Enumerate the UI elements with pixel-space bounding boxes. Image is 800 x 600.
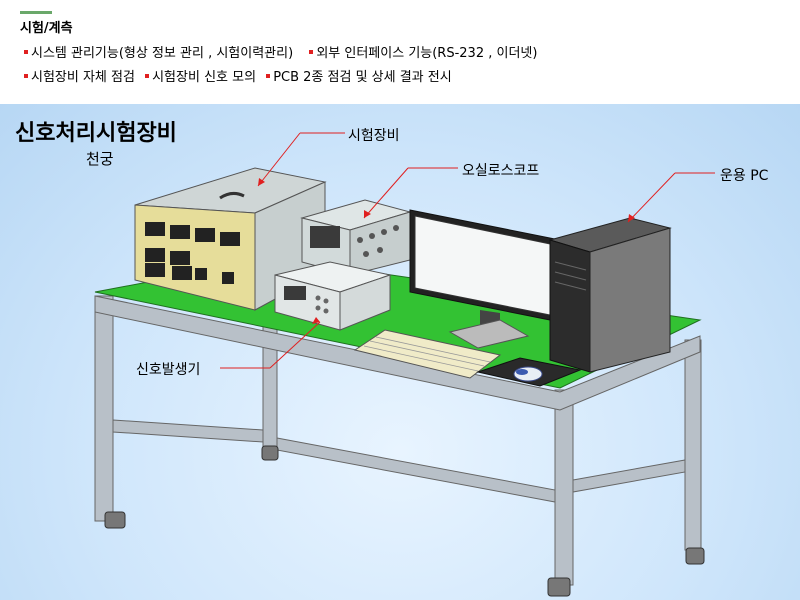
bullet-square-icon <box>24 73 28 78</box>
header-panel: 시험/계측 시스템 관리기능(형상 정보 관리 , 시험이력관리) 외부 인터페… <box>0 0 800 104</box>
label-oscilloscope: 오실로스코프 <box>462 163 540 179</box>
label-signal-generator: 신호발생기 <box>136 362 201 378</box>
bullet-square-icon <box>24 49 28 54</box>
mouse-pad <box>476 357 582 387</box>
bullet-square-icon <box>309 49 314 54</box>
accent-bar <box>20 11 52 14</box>
callout-arrowheads <box>258 178 635 324</box>
bullet-square-icon <box>145 73 150 78</box>
callout-lines <box>220 132 715 369</box>
keyboard-device <box>353 329 502 379</box>
scene-title: 신호처리시험장비 <box>15 121 177 146</box>
pc-tower <box>548 217 672 373</box>
signal-generator-device <box>274 261 392 331</box>
section-title: 시험/계측 <box>20 21 73 36</box>
test-equipment-box <box>134 167 327 311</box>
bullet-item: 시험장비 신호 모의 <box>145 70 256 85</box>
label-test-equipment: 시험장비 <box>348 128 400 144</box>
bullet-row-1: 시스템 관리기능(형상 정보 관리 , 시험이력관리) 외부 인터페이스 기능(… <box>24 42 549 61</box>
bullet-item: PCB 2종 점검 및 상세 결과 전시 <box>266 70 452 85</box>
bullet-square-icon <box>266 73 271 78</box>
bullet-item: 시스템 관리기능(형상 정보 관리 , 시험이력관리) <box>24 46 293 61</box>
label-operation-pc: 운용 PC <box>720 168 769 184</box>
table-legs <box>94 295 702 586</box>
bullet-item: 시험장비 자체 점검 <box>24 70 135 85</box>
monitor-device <box>409 209 561 349</box>
table-wheels <box>104 445 705 597</box>
oscilloscope-device <box>300 199 412 276</box>
scene-subtitle: 천궁 <box>86 150 114 168</box>
bullet-item: 외부 인터페이스 기능(RS-232 , 이더넷) <box>309 46 537 61</box>
bullet-row-2: 시험장비 자체 점검 시험장비 신호 모의 PCB 2종 점검 및 상세 결과 … <box>24 66 464 85</box>
